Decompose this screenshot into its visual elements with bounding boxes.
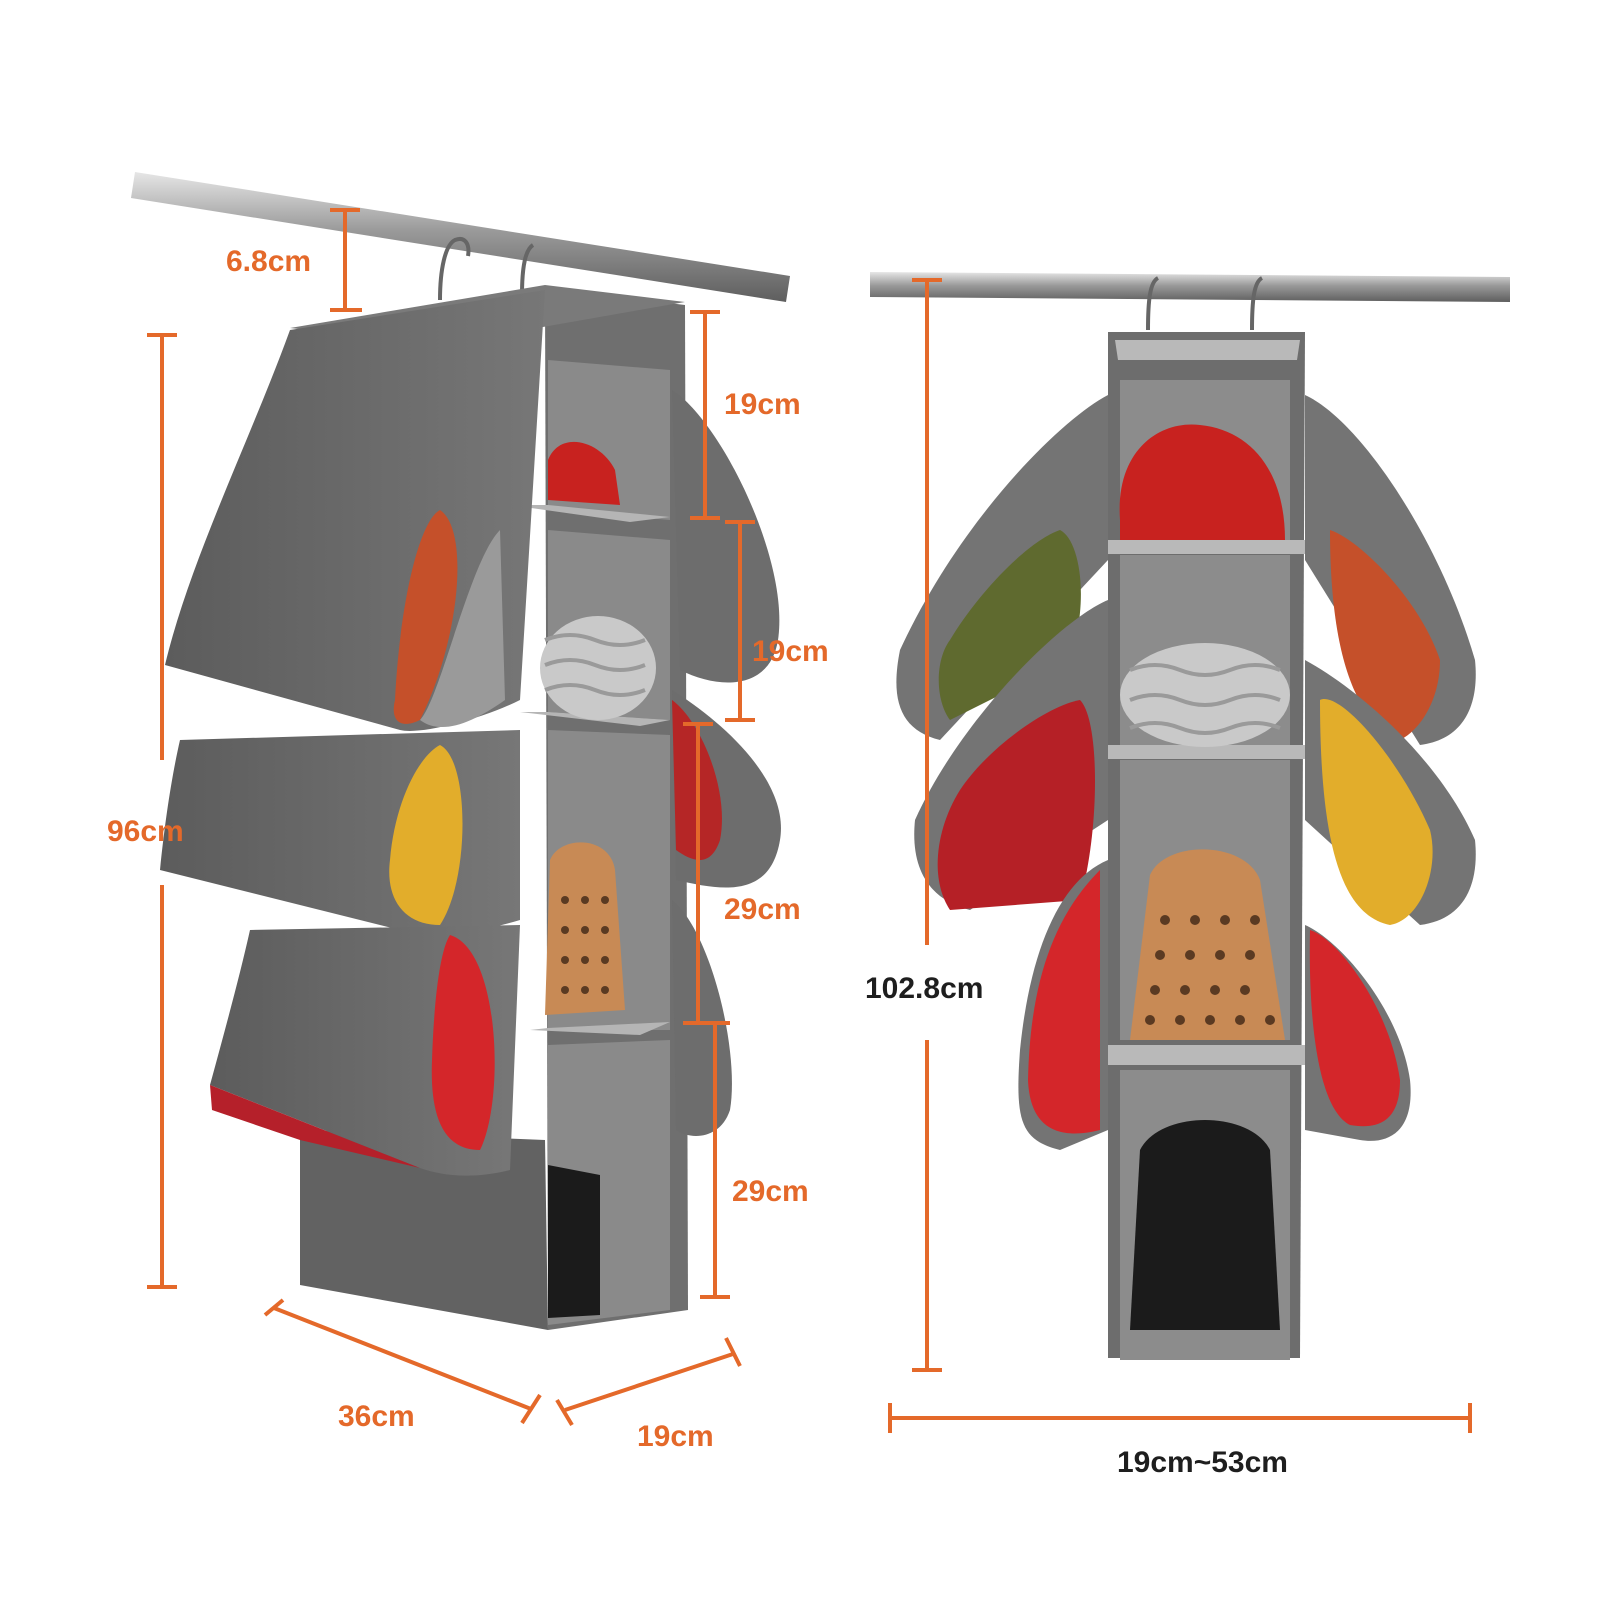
right-organizer xyxy=(870,272,1510,1433)
dim-rod-to-top: 6.8cm xyxy=(226,245,312,278)
yellow-bag xyxy=(1320,699,1433,925)
black-bag xyxy=(1130,1120,1280,1330)
dimension-lines-right xyxy=(888,278,1472,1433)
knit-scarf xyxy=(1120,643,1290,747)
red-cap xyxy=(548,441,620,505)
black-bag xyxy=(548,1165,600,1318)
dim-shelf-3: 29cm xyxy=(724,893,801,926)
dim-total-height-left: 96cm xyxy=(107,815,184,848)
dim-width: 36cm xyxy=(338,1400,415,1433)
orange-bag xyxy=(1330,530,1440,740)
red-crocodile-bag xyxy=(1309,930,1400,1127)
hook-icon xyxy=(1146,276,1160,331)
hook-icon xyxy=(1250,276,1264,331)
hook-icon xyxy=(520,243,535,296)
dim-shelf-4: 29cm xyxy=(732,1175,809,1208)
dimension-lines-left xyxy=(147,208,755,1427)
red-bag xyxy=(937,700,1095,910)
hook-icon xyxy=(438,237,471,301)
red-crossbody xyxy=(1028,870,1100,1134)
dim-shelf-1: 19cm xyxy=(724,388,801,421)
red-cap xyxy=(1119,424,1285,540)
left-organizer xyxy=(131,172,790,1427)
closet-rod-right xyxy=(870,272,1510,302)
dim-shelf-2: 19cm xyxy=(752,635,829,668)
dim-width-range: 19cm~53cm xyxy=(1117,1446,1288,1479)
dim-depth: 19cm xyxy=(637,1420,714,1453)
olive-bag xyxy=(938,530,1081,720)
dim-total-height-right: 102.8cm xyxy=(865,972,984,1005)
